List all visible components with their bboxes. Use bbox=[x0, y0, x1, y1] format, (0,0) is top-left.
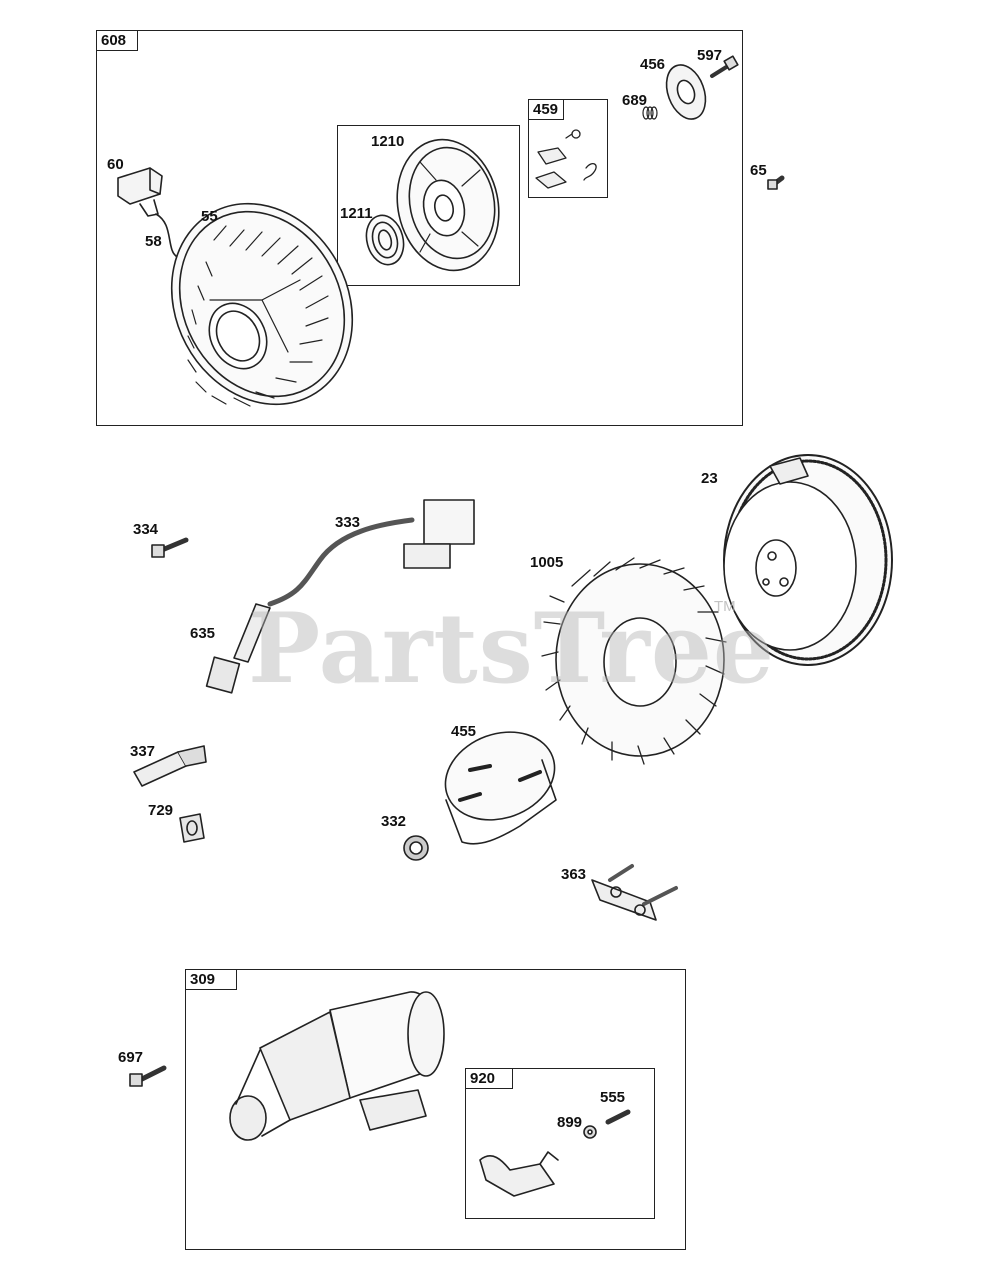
recoil-housing-part-55[interactable] bbox=[137, 172, 387, 436]
bolt-part-65[interactable] bbox=[767, 175, 785, 190]
callout-1211[interactable]: 1211 bbox=[340, 205, 373, 222]
spark-plug-part-337[interactable] bbox=[133, 745, 207, 787]
screw-part-555[interactable] bbox=[605, 1109, 631, 1125]
assembly-box-920: 920 bbox=[465, 1068, 655, 1219]
callout-333[interactable]: 333 bbox=[335, 514, 361, 531]
callout-899[interactable]: 899 bbox=[557, 1114, 583, 1131]
callout-455[interactable]: 455 bbox=[451, 723, 477, 740]
recoil-spring-part-1211[interactable] bbox=[361, 211, 409, 269]
assembly-box-309: 309 bbox=[185, 969, 686, 1250]
callout-65[interactable]: 65 bbox=[750, 162, 767, 179]
bracket-part-363[interactable] bbox=[591, 864, 678, 921]
starter-cup-part-455[interactable] bbox=[433, 717, 567, 845]
callout-23[interactable]: 23 bbox=[701, 470, 718, 487]
callout-555[interactable]: 555 bbox=[600, 1089, 626, 1106]
starter-cup-part-456[interactable] bbox=[660, 60, 713, 125]
assembly-box-608: 608 bbox=[96, 30, 743, 426]
assembly-tag-459[interactable]: 459 bbox=[528, 99, 564, 120]
assembly-tag-608[interactable]: 608 bbox=[96, 30, 138, 51]
solenoid-part-920[interactable] bbox=[479, 1151, 559, 1197]
callout-697[interactable]: 697 bbox=[118, 1049, 144, 1066]
callout-729[interactable]: 729 bbox=[148, 802, 174, 819]
callout-337[interactable]: 337 bbox=[130, 743, 156, 760]
screw-part-597[interactable] bbox=[710, 55, 739, 78]
starter-motor-part-309[interactable] bbox=[229, 991, 445, 1141]
assembly-tag-309[interactable]: 309 bbox=[185, 969, 237, 990]
assembly-tag-920[interactable]: 920 bbox=[465, 1068, 513, 1089]
bolt-part-334[interactable] bbox=[151, 537, 189, 558]
ignition-coil-part-333[interactable] bbox=[267, 499, 475, 607]
callout-1210[interactable]: 1210 bbox=[371, 133, 405, 150]
starter-handle-part-60[interactable] bbox=[117, 167, 163, 217]
trademark-symbol: TM bbox=[714, 598, 736, 615]
cooling-fan-part-1005[interactable] bbox=[541, 557, 727, 765]
assembly-box-1210 bbox=[337, 125, 520, 286]
spring-part-689[interactable] bbox=[642, 106, 658, 120]
washer-part-899[interactable] bbox=[583, 1125, 597, 1139]
callout-332[interactable]: 332 bbox=[381, 813, 407, 830]
gasket-part-729[interactable] bbox=[179, 813, 205, 843]
callout-334[interactable]: 334 bbox=[133, 521, 159, 538]
bolt-part-697[interactable] bbox=[129, 1065, 167, 1087]
callout-1005[interactable]: 1005 bbox=[530, 554, 564, 571]
spark-plug-boot-part-635[interactable] bbox=[205, 603, 271, 694]
flywheel-nut-part-332[interactable] bbox=[403, 835, 429, 861]
callout-363[interactable]: 363 bbox=[561, 866, 587, 883]
callout-58[interactable]: 58 bbox=[145, 233, 162, 250]
assembly-box-459: 459 bbox=[528, 99, 608, 198]
callout-60[interactable]: 60 bbox=[107, 156, 124, 173]
flywheel-part-23[interactable] bbox=[723, 454, 893, 666]
callout-635[interactable]: 635 bbox=[190, 625, 216, 642]
callout-597[interactable]: 597 bbox=[697, 47, 723, 64]
pawl-kit-part-459[interactable] bbox=[535, 129, 597, 189]
callout-456[interactable]: 456 bbox=[640, 56, 666, 73]
callout-689[interactable]: 689 bbox=[622, 92, 648, 109]
callout-55[interactable]: 55 bbox=[201, 208, 218, 225]
starter-pulley-part-1210[interactable] bbox=[385, 130, 510, 280]
